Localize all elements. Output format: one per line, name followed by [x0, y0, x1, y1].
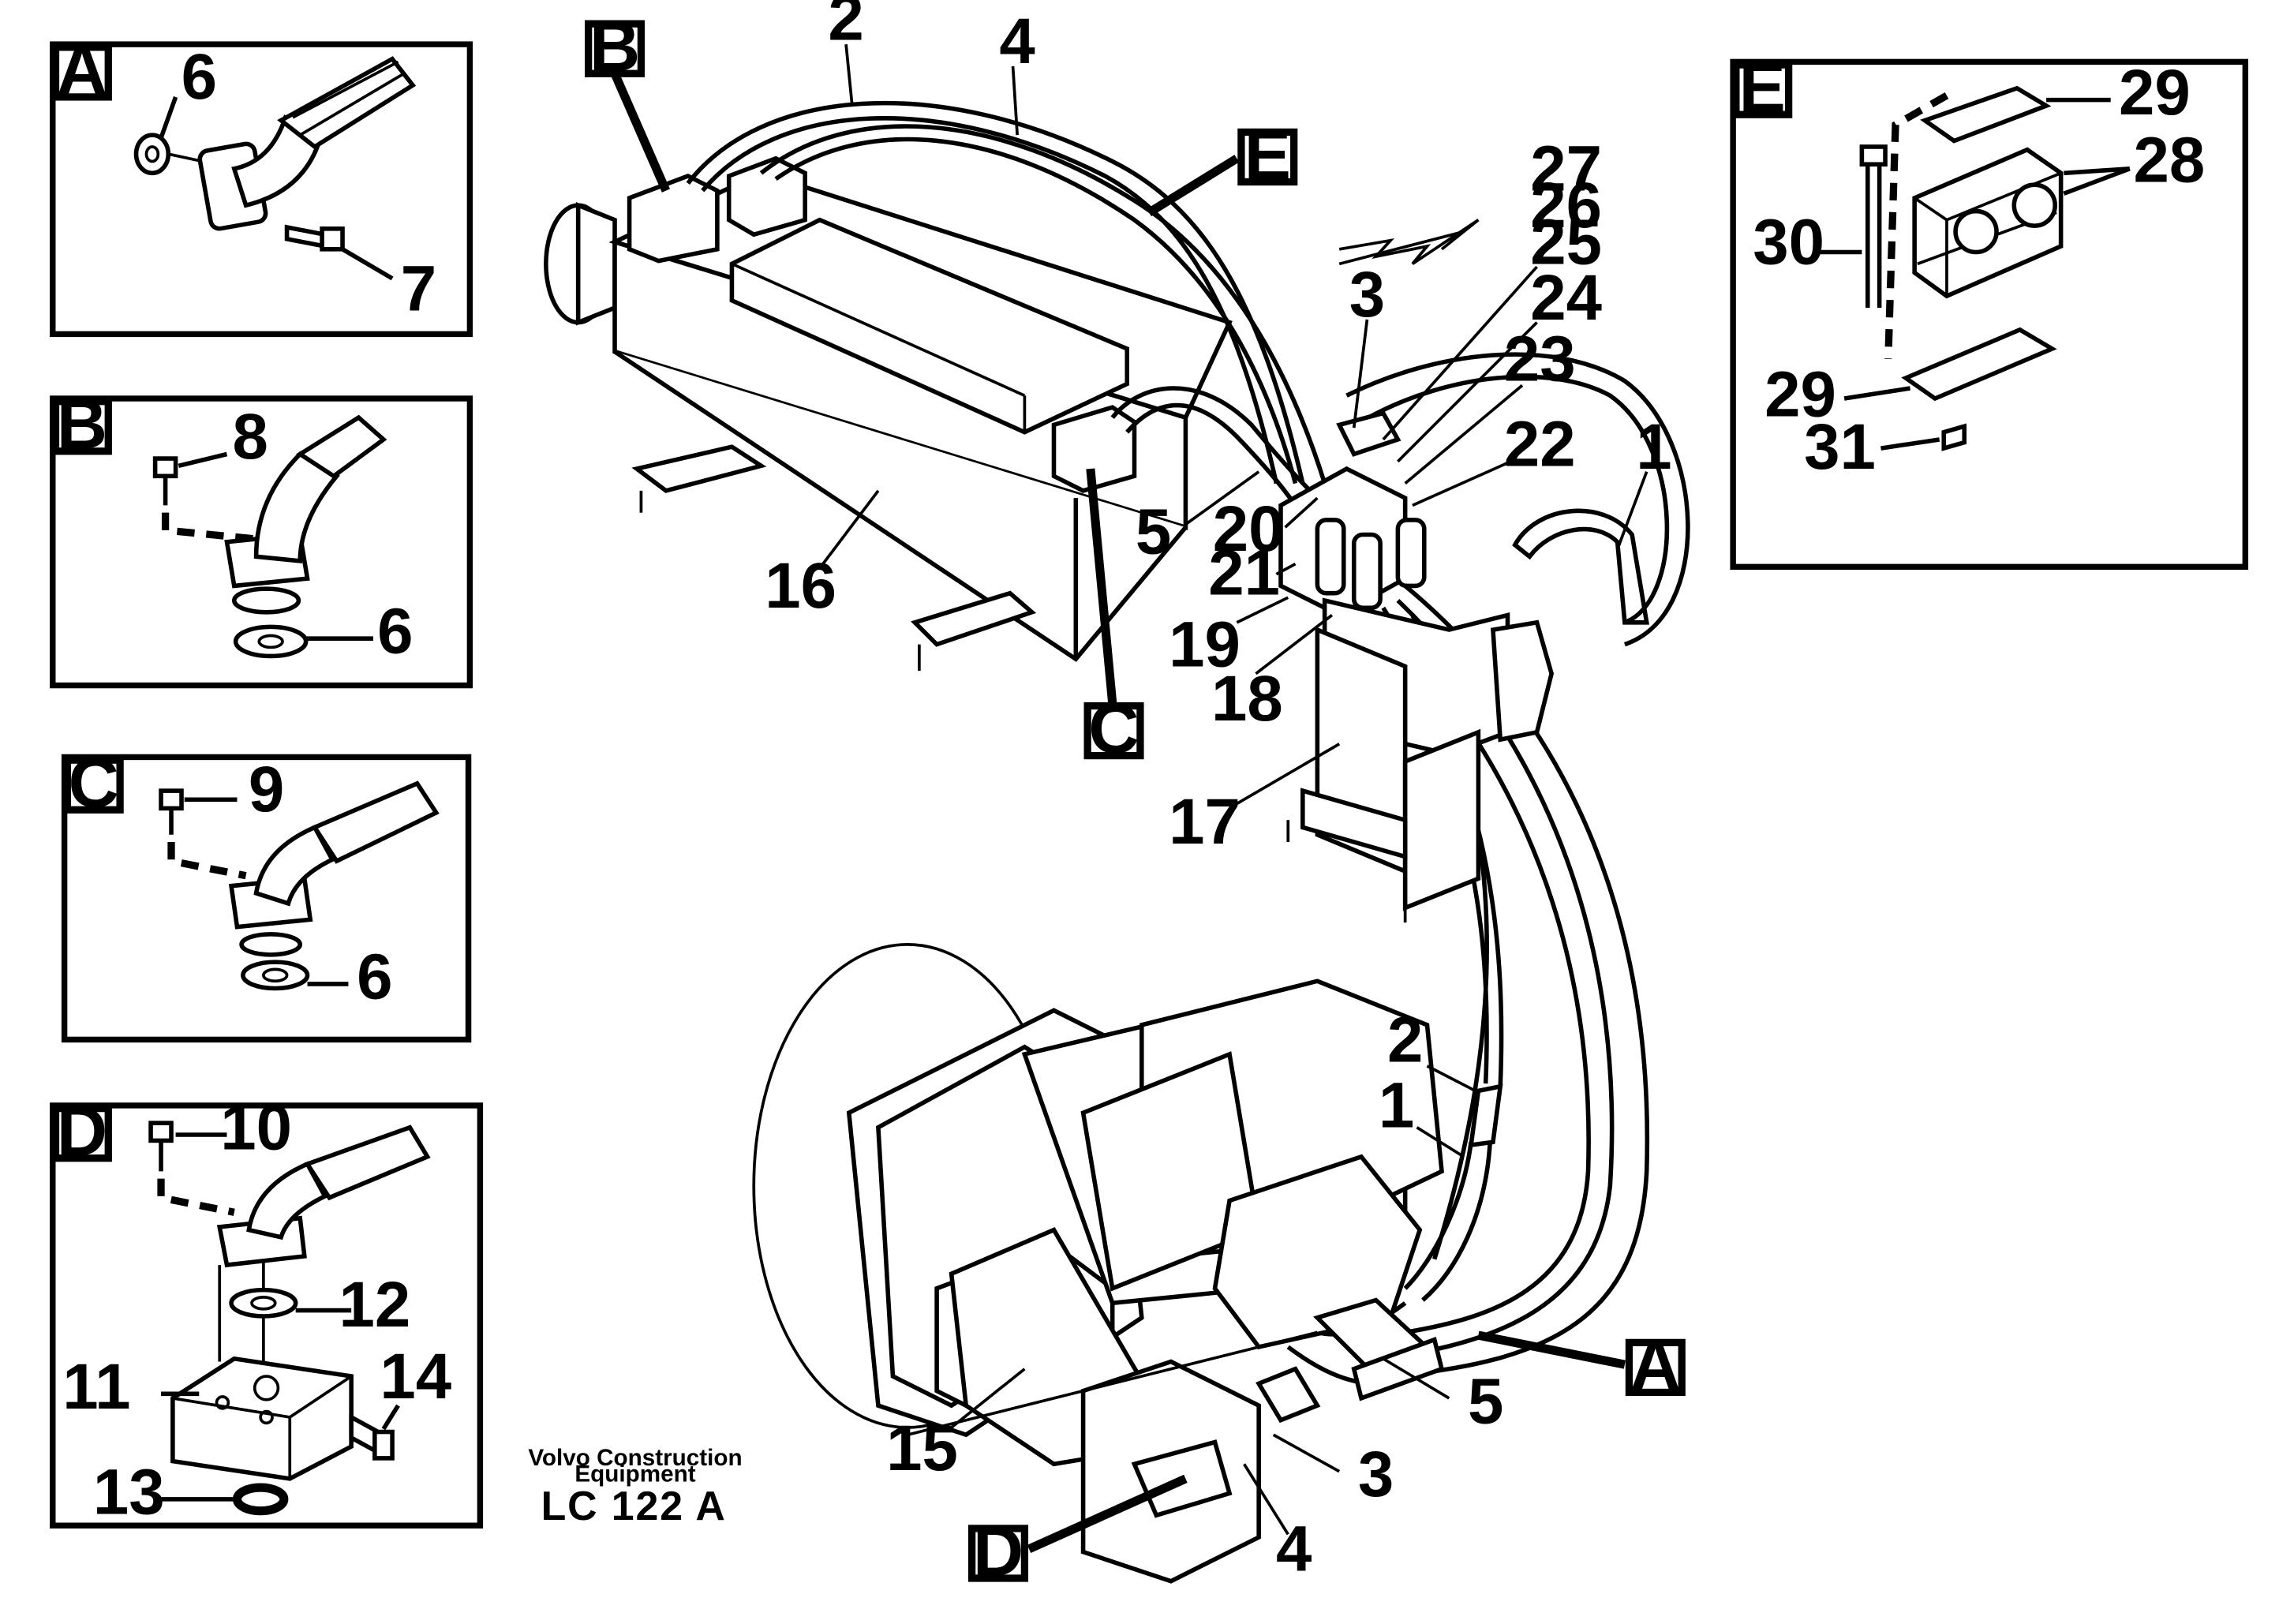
callout-d-11: 11: [62, 1351, 130, 1423]
main-tag-c: C: [1088, 689, 1139, 768]
callout-3-top: 3: [1349, 259, 1385, 331]
detail-b-tag: B: [57, 384, 107, 463]
footer: Volvo Construction Equipment LC 122 A: [528, 1445, 742, 1529]
detail-box-b: B 8 6: [50, 384, 473, 689]
callout-17: 17: [1169, 786, 1241, 858]
callout-18: 18: [1211, 663, 1283, 735]
callout-1-low: 1: [1379, 1070, 1414, 1142]
callout-20: 20: [1213, 493, 1285, 565]
callout-e-29-bottom: 29: [1764, 358, 1836, 430]
maker-line-2: Equipment: [574, 1461, 695, 1487]
main-tag-a: A: [1630, 1326, 1681, 1405]
detail-box-d: D 10 12 11 14 13: [50, 1091, 484, 1529]
detail-a-tag: A: [57, 30, 107, 109]
callout-4-top: 4: [999, 6, 1035, 77]
callout-3-low: 3: [1358, 1439, 1394, 1510]
callout-21: 21: [1208, 537, 1280, 609]
main-tag-e: E: [1244, 115, 1291, 194]
callout-15: 15: [886, 1413, 958, 1484]
callout-26: 26: [1530, 170, 1602, 241]
callout-d-10: 10: [220, 1092, 292, 1164]
callout-d-13: 13: [93, 1456, 165, 1528]
callout-16: 16: [765, 550, 836, 622]
callout-4-low: 4: [1276, 1514, 1312, 1585]
callout-b-6: 6: [377, 596, 413, 668]
callout-1-top: 1: [1636, 411, 1671, 483]
flow-direction-arrow: [1338, 219, 1480, 266]
detail-c-tag: C: [69, 743, 119, 822]
maker-line-1: Volvo Construction: [528, 1445, 742, 1471]
callout-b-8: 8: [232, 401, 268, 473]
pump-assembly-15: [752, 943, 1445, 1584]
callout-5-low: 5: [1468, 1365, 1503, 1437]
callout-24: 24: [1530, 262, 1602, 334]
main-tag-d: D: [973, 1511, 1023, 1590]
callout-e-29-top: 29: [2119, 57, 2191, 129]
detail-box-a: A 6 7: [50, 30, 473, 338]
callout-c-6: 6: [357, 941, 392, 1012]
control-valve-body-17: [1278, 410, 1555, 923]
drawing-code: LC 122 A: [541, 1484, 727, 1529]
callout-27: 27: [1530, 133, 1602, 205]
callout-e-28: 28: [2133, 124, 2205, 196]
callout-e-30: 30: [1753, 206, 1824, 278]
callout-d-14: 14: [380, 1341, 451, 1413]
callout-e-31: 31: [1804, 411, 1876, 483]
callout-22: 22: [1504, 408, 1576, 480]
callout-19: 19: [1169, 608, 1241, 680]
leader-lines: [610, 43, 1648, 1553]
callout-a-7: 7: [401, 253, 436, 325]
callout-23: 23: [1504, 324, 1576, 395]
main-callouts: 2 4 27 26 25 24 3 23 22 1 5 20 21 16 19 …: [765, 0, 1671, 1585]
callout-c-9: 9: [249, 754, 284, 825]
callout-2-low: 2: [1387, 1004, 1423, 1076]
valve-block-16: [544, 155, 1233, 672]
detail-box-c: C 9 6: [61, 743, 472, 1043]
callout-5-top: 5: [1136, 496, 1171, 568]
main-view-tags: B E C A D: [585, 7, 1686, 1590]
callout-a-6: 6: [181, 41, 217, 113]
detail-box-e: E 29 28 30 29 31: [1730, 47, 2249, 571]
callout-25: 25: [1530, 206, 1602, 278]
main-tag-b: B: [589, 7, 640, 86]
detail-e-tag: E: [1739, 47, 1786, 126]
callout-2-top: 2: [828, 0, 863, 54]
detail-d-tag: D: [57, 1091, 107, 1170]
callout-d-12: 12: [339, 1269, 410, 1341]
